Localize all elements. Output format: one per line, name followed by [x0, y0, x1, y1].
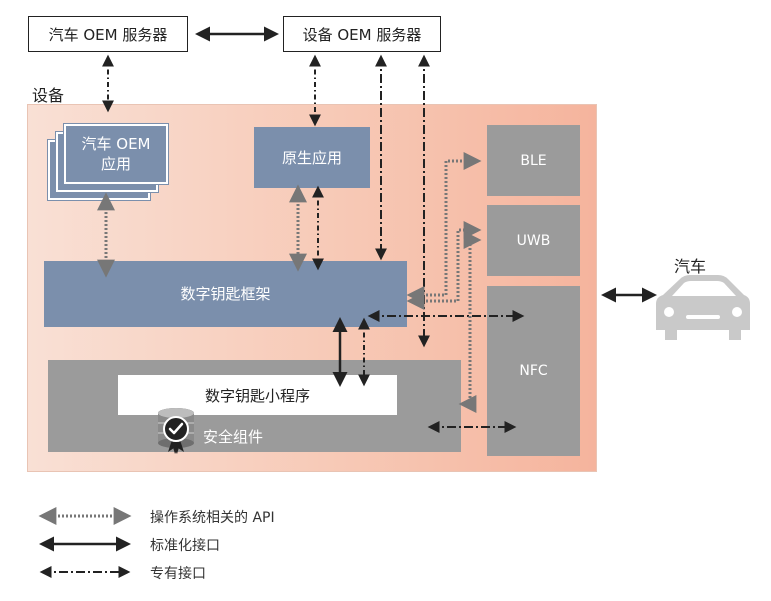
native-app-label: 原生应用 [281, 148, 342, 167]
legend-proprietary-label: 专有接口 [150, 566, 206, 582]
ble-label: BLE [520, 152, 547, 169]
car-oem-app-label-line1: 汽车 OEM [81, 135, 151, 153]
legend-os-api-label: 操作系统相关的 API [150, 510, 275, 526]
car-oem-server-box: 汽车 OEM 服务器 [28, 16, 188, 52]
uwb-box: UWB [487, 205, 580, 276]
car-icon [656, 275, 750, 340]
secure-element-label: 安全组件 [203, 428, 264, 446]
arrow-framework-uwb [406, 221, 482, 310]
secure-element-badge-icon [158, 408, 194, 454]
arrow-framework-ble [406, 152, 482, 304]
digital-key-framework-label: 数字钥匙框架 [180, 285, 271, 303]
car-oem-server-label: 汽车 OEM 服务器 [48, 25, 168, 44]
car-oem-app-label-line2: 应用 [100, 155, 131, 173]
device-oem-server-box: 设备 OEM 服务器 [283, 16, 441, 52]
native-app-box: 原生应用 [254, 127, 370, 188]
nfc-label: NFC [519, 363, 548, 379]
device-label: 设备 [32, 86, 65, 105]
arrow-uwb-secure [458, 231, 482, 413]
legend-standard-label: 标准化接口 [150, 538, 220, 554]
digital-key-applet-box: 数字钥匙小程序 [118, 375, 397, 415]
digital-key-applet-label: 数字钥匙小程序 [204, 386, 310, 405]
uwb-label: UWB [516, 232, 551, 249]
car-label: 汽车 [674, 257, 707, 276]
device-oem-server-label: 设备 OEM 服务器 [302, 25, 422, 44]
ble-box: BLE [487, 125, 580, 196]
car-oem-app-box: 汽车 OEM 应用 [64, 124, 168, 184]
